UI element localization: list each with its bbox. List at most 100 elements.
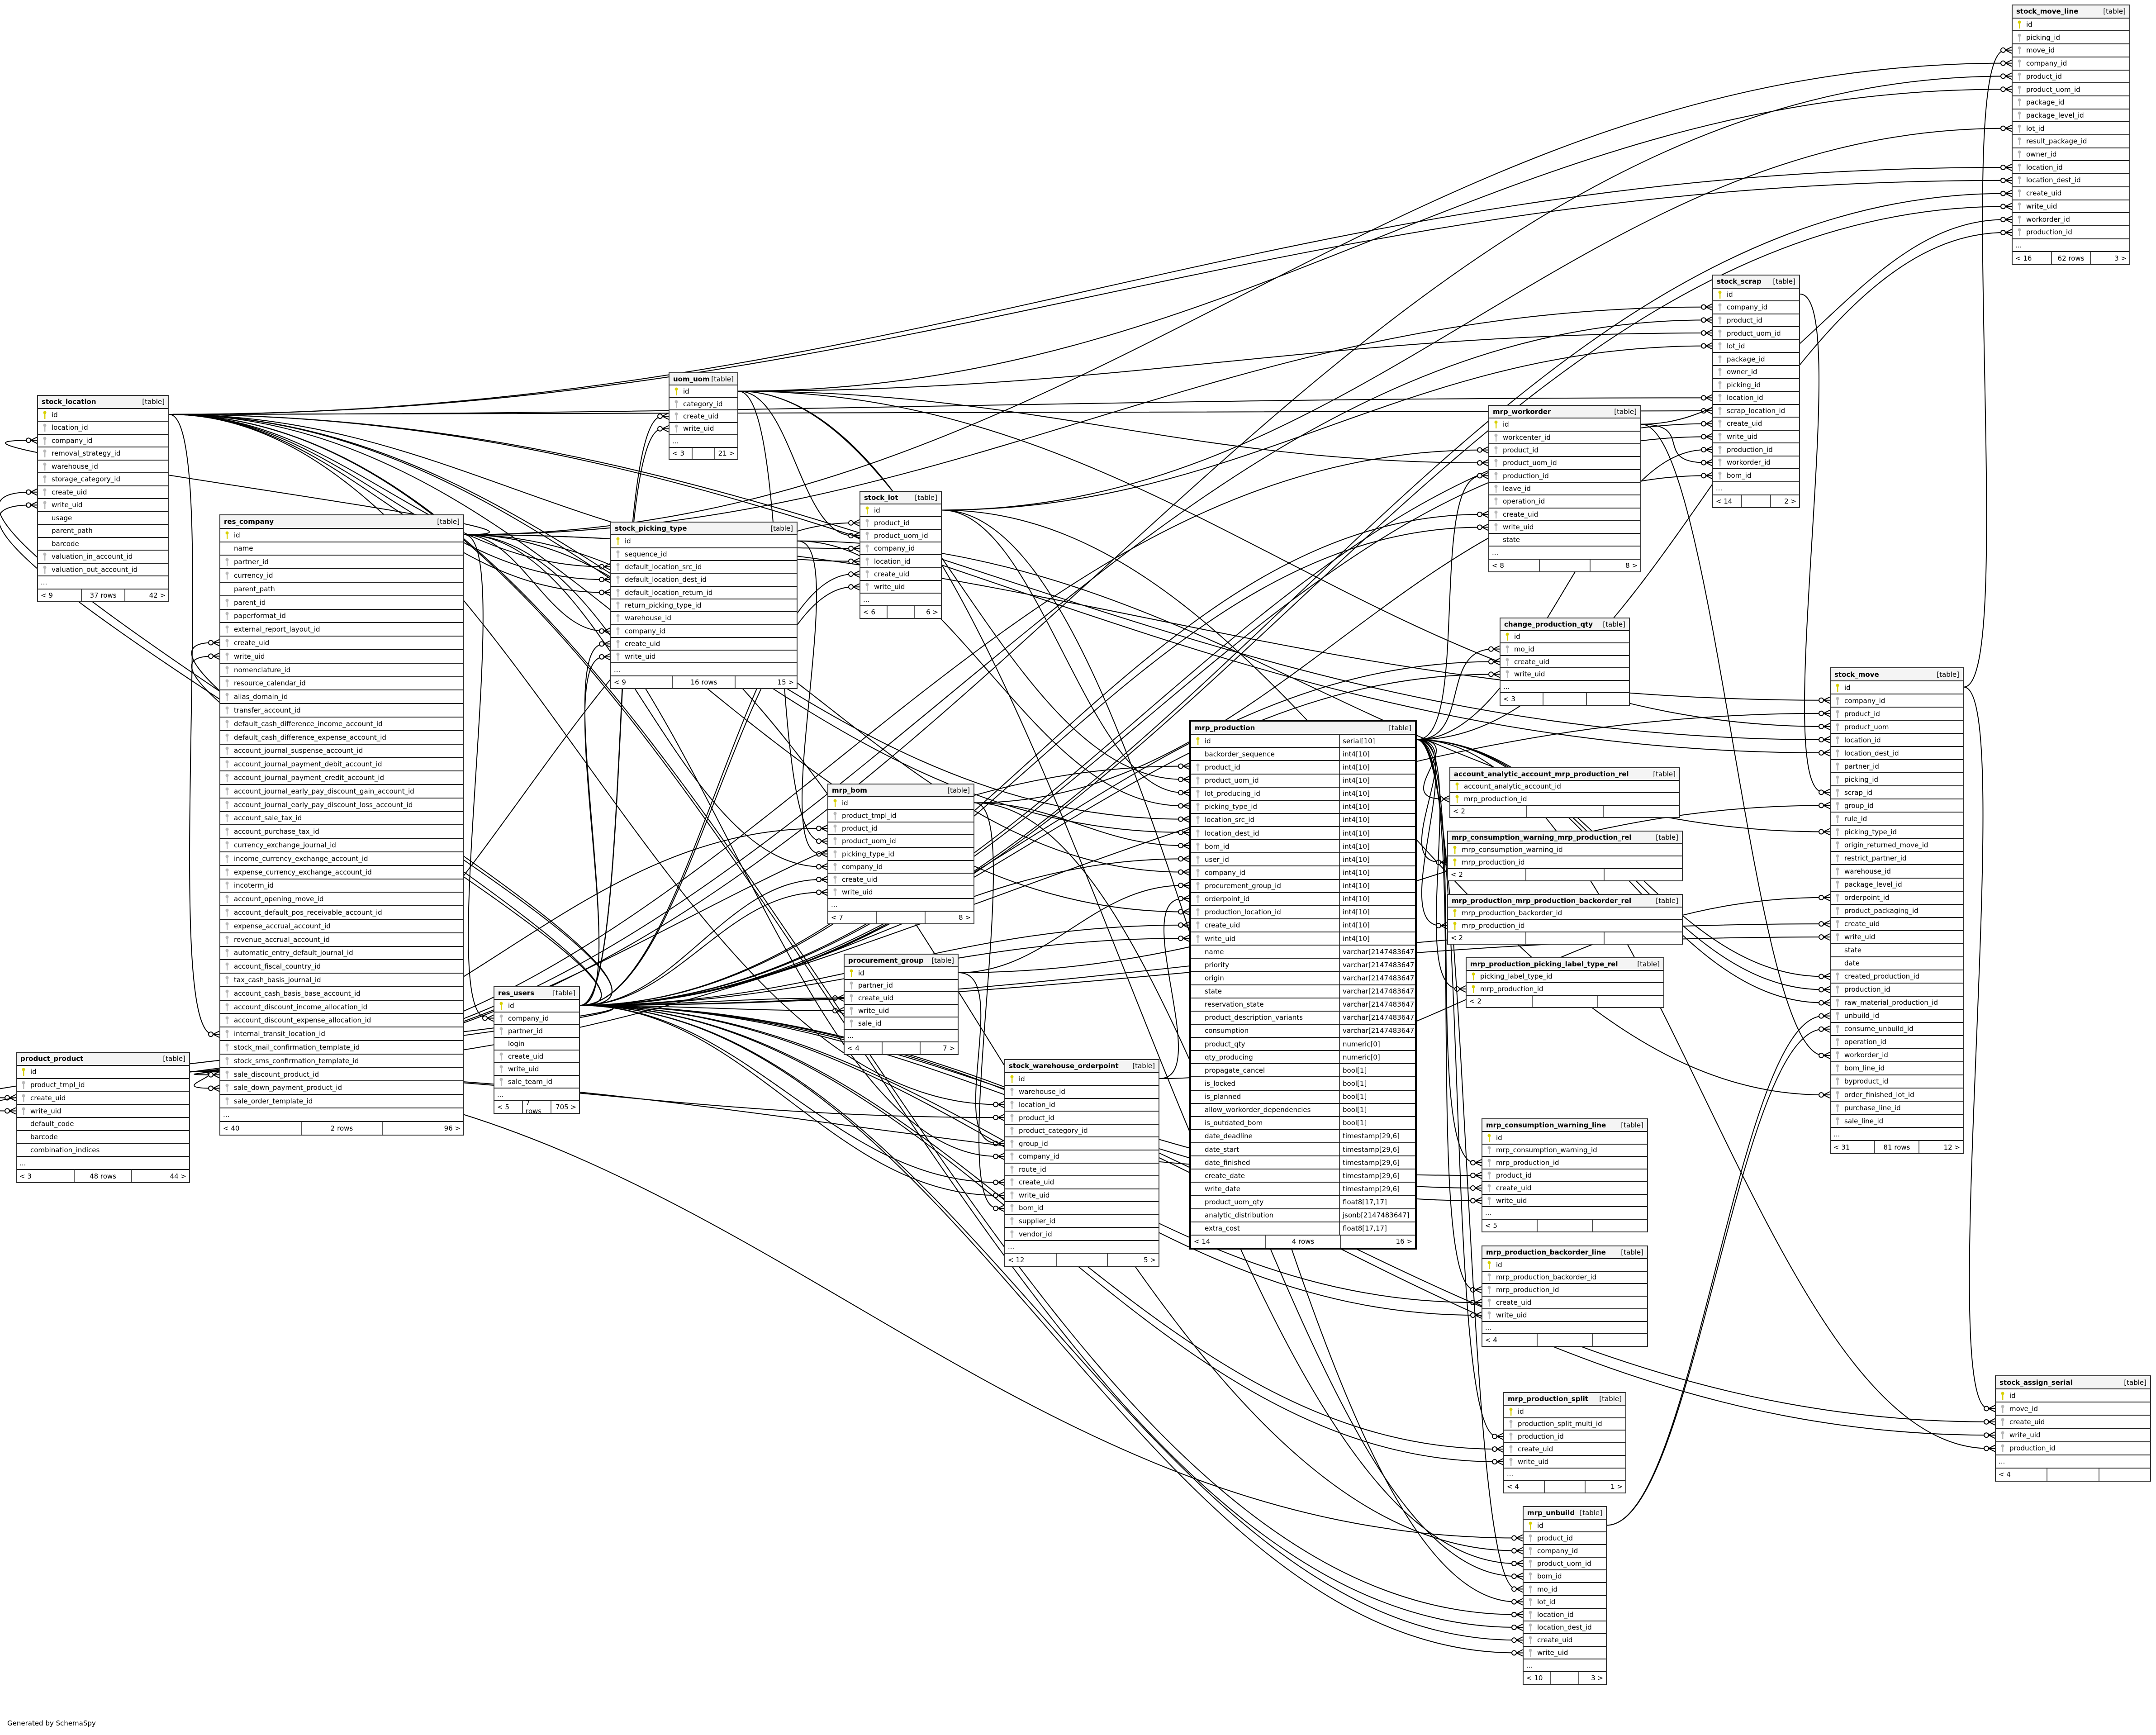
column-row[interactable]: date [1831,957,1963,970]
column-row[interactable]: rule_id [1831,813,1963,826]
column-row[interactable]: company_id [860,542,941,556]
column-row[interactable]: location_dest_id [2013,174,2129,187]
column-row[interactable]: consume_unbuild_id [1831,1023,1963,1036]
children-count-link[interactable]: 5 > [1144,1255,1156,1264]
parents-count-link[interactable]: < 3 [17,1170,75,1182]
column-row[interactable]: company_id [2013,57,2129,71]
parents-count-link[interactable]: < 40 [220,1122,302,1135]
column-row[interactable]: sale_discount_product_id [220,1068,463,1082]
column-row[interactable]: account_fiscal_country_id [220,960,463,974]
column-row[interactable]: bom_id [1005,1202,1159,1215]
more-columns[interactable]: ... [1482,1207,1647,1220]
column-row[interactable]: scrap_location_id [1713,405,1799,418]
parents-count-link[interactable]: < 9 [38,589,82,601]
column-row[interactable]: create_uid [1482,1297,1647,1309]
table-header[interactable]: stock_move[table] [1831,668,1963,682]
table-header[interactable]: res_company[table] [220,515,463,529]
column-row[interactable]: package_level_id [1831,879,1963,892]
children-count-link[interactable]: 44 > [170,1172,187,1180]
column-row[interactable]: write_uid [845,1005,958,1017]
table-header[interactable]: uom_uom[table] [670,373,737,386]
column-row[interactable]: product_uom_id [860,530,941,543]
column-row[interactable]: order_finished_lot_id [1831,1089,1963,1102]
column-row[interactable]: bom_id [1713,469,1799,482]
column-row[interactable]: create_uid [1482,1182,1647,1195]
column-row[interactable]: mo_id [1524,1583,1606,1596]
column-row[interactable]: write_uid [17,1105,189,1118]
column-row[interactable]: lot_id [1524,1596,1606,1609]
column-row[interactable]: id [1482,1132,1647,1145]
column-row[interactable]: package_id [2013,96,2129,109]
children-count-link[interactable]: 1 > [1610,1483,1623,1491]
table-header[interactable]: mrp_consumption_warning_mrp_production_r… [1448,832,1682,844]
table-header[interactable]: mrp_production_picking_label_type_rel[ta… [1467,958,1663,971]
more-columns[interactable]: ... [845,1030,958,1043]
column-row[interactable]: id [860,504,941,518]
table-header[interactable]: stock_picking_type[table] [611,523,797,536]
parents-count-link[interactable]: < 4 [845,1042,883,1054]
column-row[interactable]: create_uid [1489,509,1640,521]
column-row[interactable]: currency_exchange_journal_id [220,839,463,852]
column-row[interactable]: group_id [1831,799,1963,813]
column-row[interactable]: tax_cash_basis_journal_id [220,974,463,987]
column-row[interactable]: workorder_id [1831,1049,1963,1062]
column-row[interactable]: route_id [1005,1164,1159,1177]
column-row[interactable]: picking_type_id [1831,826,1963,839]
table-header[interactable]: mrp_workorder[table] [1489,406,1640,419]
column-row[interactable]: mrp_production_id [1450,793,1679,806]
column-row[interactable]: stock_sms_confirmation_template_id [220,1055,463,1068]
column-row[interactable]: income_currency_exchange_account_id [220,852,463,866]
column-row[interactable]: package_id [1713,353,1799,366]
column-row[interactable]: account_journal_early_pay_discount_loss_… [220,799,463,812]
column-row[interactable]: write_uid [1996,1429,2150,1442]
column-row[interactable]: picking_id [1831,773,1963,787]
column-row[interactable]: product_packaging_id [1831,905,1963,918]
column-row[interactable]: workorder_id [2013,213,2129,226]
children-count-link[interactable] [1605,932,1682,944]
column-row[interactable]: company_id [494,1012,579,1025]
column-row[interactable]: product_id [860,517,941,530]
parents-count-link[interactable]: < 4 [1482,1334,1538,1346]
column-row[interactable]: picking_type_id [828,848,974,861]
column-row[interactable]: barcode [38,538,168,551]
column-row[interactable]: id [1524,1520,1606,1533]
column-row[interactable]: create_uid [2013,187,2129,200]
children-count-link[interactable]: 12 > [1943,1143,1960,1151]
children-count-link[interactable]: 8 > [1625,561,1638,570]
column-row[interactable]: company_id [1005,1150,1159,1164]
column-row[interactable]: picking_id [1713,379,1799,392]
column-row[interactable]: account_analytic_account_id [1450,781,1679,793]
column-row[interactable]: create_uid [1504,1443,1625,1456]
column-row[interactable]: state [1489,534,1640,547]
column-row[interactable]: parent_path [38,525,168,538]
column-row[interactable]: company_id [828,861,974,874]
column-row[interactable]: restrict_partner_id [1831,852,1963,865]
column-row[interactable]: account_discount_income_allocation_id [220,1001,463,1014]
column-row[interactable]: created_production_id [1831,970,1963,984]
column-row[interactable]: create_uid [1501,656,1629,669]
column-row[interactable]: storage_category_id [38,473,168,486]
column-row[interactable]: workcenter_id [1489,432,1640,444]
column-row[interactable]: product_uom [1831,721,1963,734]
column-row[interactable]: stock_mail_confirmation_template_id [220,1041,463,1055]
table-header[interactable]: mrp_unbuild[table] [1524,1507,1606,1520]
children-count-link[interactable]: 3 > [1591,1674,1603,1683]
column-row[interactable]: mrp_production_backorder_id [1448,908,1682,920]
table-header[interactable]: mrp_production[table] [1191,722,1415,735]
column-row[interactable]: revenue_accrual_account_id [220,933,463,947]
parents-count-link[interactable]: < 8 [1489,559,1540,572]
